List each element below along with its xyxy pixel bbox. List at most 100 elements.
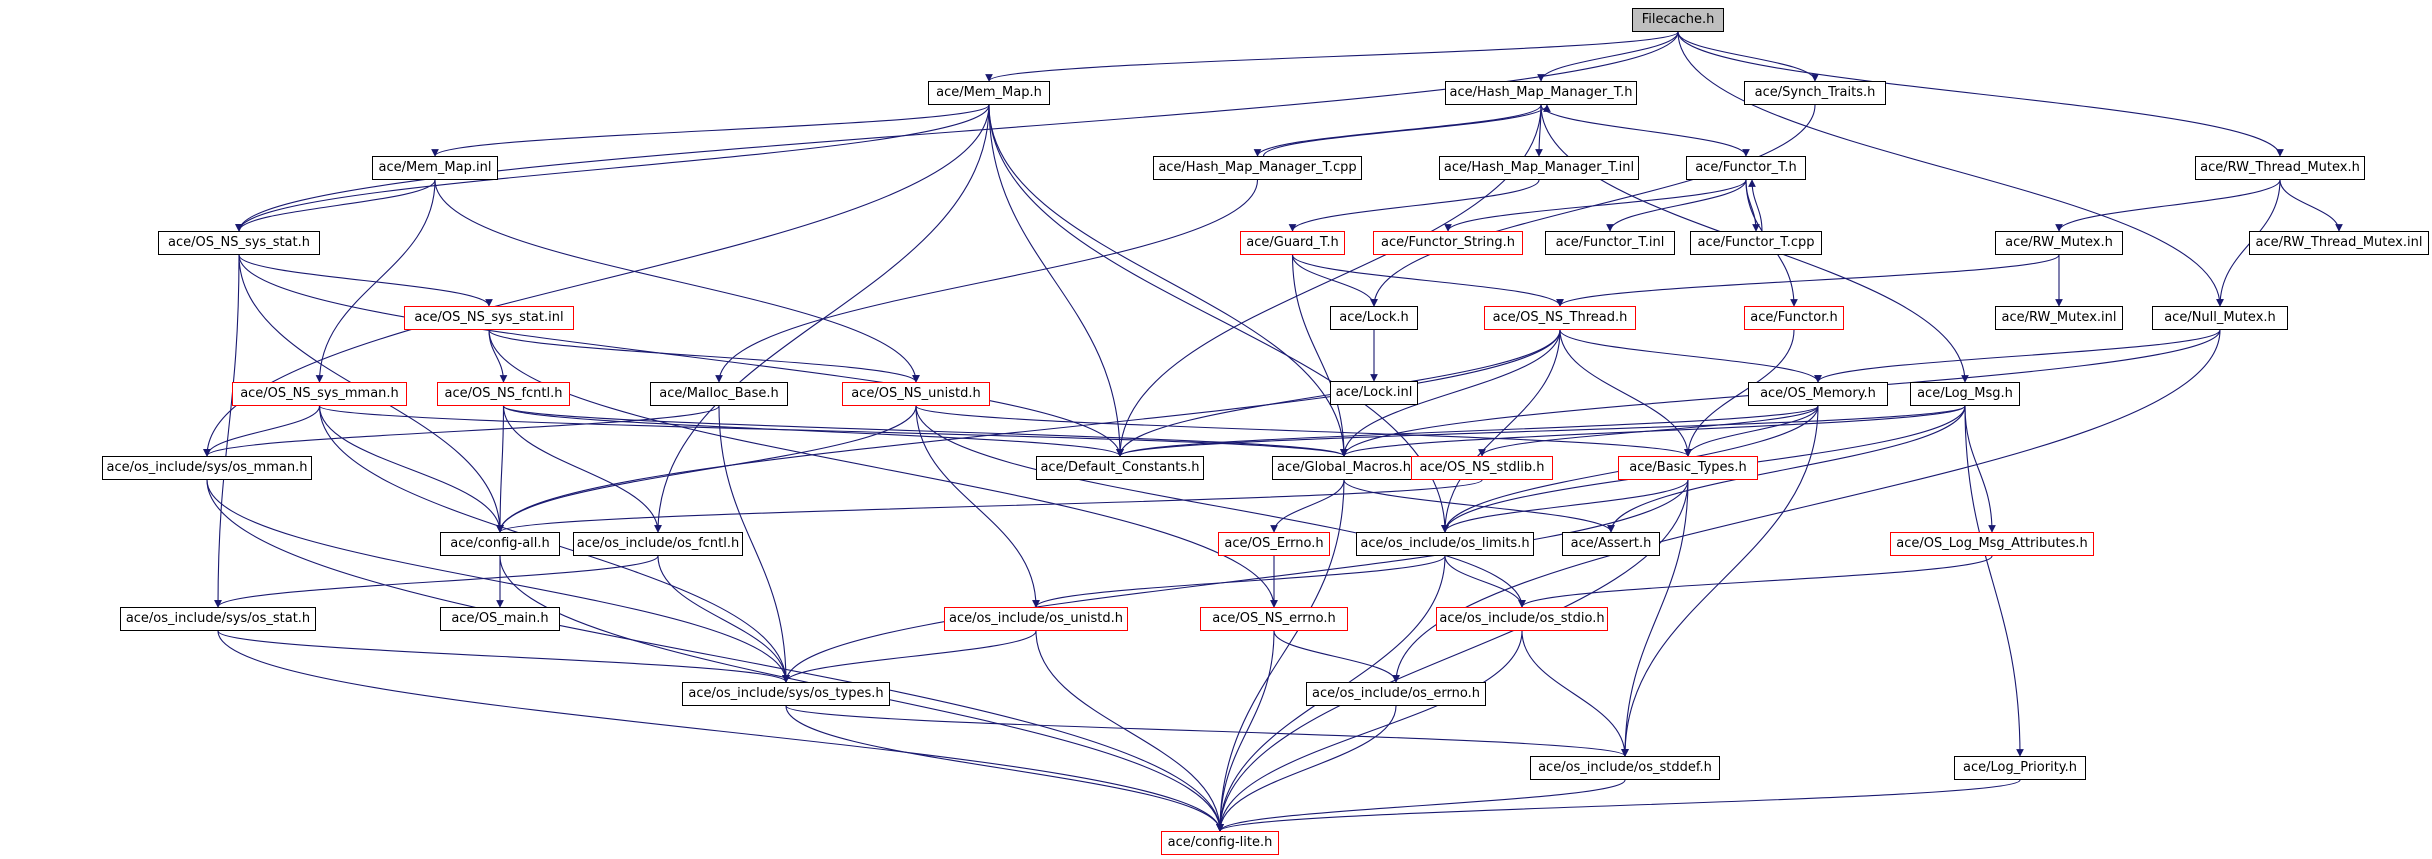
node-default-constants-h[interactable]: ace/Default_Constants.h <box>1036 456 1204 480</box>
node-os-include-os-errno-h[interactable]: ace/os_include/os_errno.h <box>1306 682 1486 706</box>
edge-os-include-sys-os-types-h-to-config-lite-h <box>785 705 1224 832</box>
node-os-ns-sys-stat-h[interactable]: ace/OS_NS_sys_stat.h <box>158 231 320 255</box>
edge-log-msg-h-to-os-log-msg-attributes-h <box>1964 405 1996 533</box>
node-hash-map-manager-t-cpp[interactable]: ace/Hash_Map_Manager_T.cpp <box>1153 156 1362 180</box>
edge-os-include-os-stddef-h-to-config-lite-h <box>1216 779 1626 832</box>
node-os-include-sys-os-types-h[interactable]: ace/os_include/sys/os_types.h <box>682 682 890 706</box>
edge-filecache-to-os-ns-sys-stat-h <box>235 31 1679 232</box>
node-os-errno-h[interactable]: ace/OS_Errno.h <box>1218 532 1330 556</box>
edge-os-ns-thread-h-to-config-all-h <box>496 329 1561 533</box>
node-os-ns-thread-h[interactable]: ace/OS_NS_Thread.h <box>1484 306 1636 330</box>
edge-log-msg-h-to-assert-h <box>1607 405 1966 533</box>
node-os-include-os-unistd-h[interactable]: ace/os_include/os_unistd.h <box>944 607 1128 631</box>
node-os-include-os-stdio-h[interactable]: ace/os_include/os_stdio.h <box>1436 607 1608 631</box>
node-mem-map-inl[interactable]: ace/Mem_Map.inl <box>372 156 498 180</box>
edge-os-ns-errno-h-to-config-lite-h <box>1216 630 1275 832</box>
edge-os-ns-unistd-h-to-config-all-h <box>496 405 917 533</box>
edge-hash-map-manager-t-cpp-to-hash-map-manager-t-h <box>1262 104 1551 157</box>
node-os-ns-fcntl-h[interactable]: ace/OS_NS_fcntl.h <box>437 382 570 406</box>
edge-os-ns-sys-stat-h-to-os-include-sys-os-stat-h <box>214 254 240 608</box>
edge-basic-types-h-to-os-include-os-stddef-h <box>1621 479 1689 757</box>
node-os-ns-sys-mman-h[interactable]: ace/OS_NS_sys_mman.h <box>232 382 407 406</box>
edge-mem-map-h-to-os-ns-sys-stat-h <box>235 104 990 232</box>
edge-log-priority-h-to-config-lite-h <box>1216 779 2021 832</box>
node-lock-inl[interactable]: ace/Lock.inl <box>1330 381 1418 405</box>
edge-os-ns-sys-stat-inl-to-os-ns-unistd-h <box>488 329 920 383</box>
edge-basic-types-h-to-os-include-os-limits-h <box>1441 479 1689 533</box>
edge-os-include-sys-os-stat-h-to-os-include-sys-os-types-h <box>217 630 790 683</box>
node-os-ns-sys-stat-inl[interactable]: ace/OS_NS_sys_stat.inl <box>404 306 574 330</box>
node-synch-traits-h[interactable]: ace/Synch_Traits.h <box>1744 81 1886 105</box>
edge-os-include-sys-os-mman-h-to-os-include-sys-os-types-h <box>206 479 790 683</box>
node-os-include-sys-os-stat-h[interactable]: ace/os_include/sys/os_stat.h <box>120 607 316 631</box>
edge-os-ns-thread-h-to-os-memory-h <box>1559 329 1822 383</box>
edge-os-include-os-fcntl-h-to-os-include-sys-os-types-h <box>657 555 790 683</box>
node-rw-mutex-inl[interactable]: ace/RW_Mutex.inl <box>1995 306 2123 330</box>
node-hash-map-manager-t-h[interactable]: ace/Hash_Map_Manager_T.h <box>1445 81 1637 105</box>
node-config-lite-h[interactable]: ace/config-lite.h <box>1161 831 1279 855</box>
node-hash-map-manager-t-inl[interactable]: ace/Hash_Map_Manager_T.inl <box>1439 156 1639 180</box>
node-rw-thread-mutex-inl[interactable]: ace/RW_Thread_Mutex.inl <box>2249 231 2429 255</box>
node-lock-h[interactable]: ace/Lock.h <box>1330 306 1418 330</box>
edge-os-ns-sys-mman-h-to-config-all-h <box>318 405 504 533</box>
node-os-ns-errno-h[interactable]: ace/OS_NS_errno.h <box>1200 607 1348 631</box>
edge-functor-h-to-basic-types-h <box>1684 329 1795 457</box>
edge-mem-map-h-to-mem-map-inl <box>431 104 990 157</box>
edge-filecache-to-mem-map-h <box>985 31 1679 82</box>
edge-os-ns-thread-h-to-os-include-os-limits-h <box>1441 329 1561 533</box>
node-functor-t-h[interactable]: ace/Functor_T.h <box>1686 156 1806 180</box>
edge-hash-map-manager-t-h-to-hash-map-manager-t-cpp <box>1253 104 1542 157</box>
edge-os-ns-fcntl-h-to-config-all-h <box>496 405 505 533</box>
node-os-include-sys-os-mman-h[interactable]: ace/os_include/sys/os_mman.h <box>102 456 312 480</box>
edge-hash-map-manager-t-h-to-functor-t-h <box>1540 104 1750 157</box>
node-os-include-os-fcntl-h[interactable]: ace/os_include/os_fcntl.h <box>573 532 743 556</box>
node-basic-types-h[interactable]: ace/Basic_Types.h <box>1618 456 1758 480</box>
edge-rw-mutex-h-to-os-ns-thread-h <box>1556 254 2060 307</box>
node-os-include-os-stddef-h[interactable]: ace/os_include/os_stddef.h <box>1530 756 1720 780</box>
edge-global-macros-h-to-config-lite-h <box>1216 479 1345 832</box>
edge-functor-t-h-to-functor-t-cpp <box>1745 179 1760 232</box>
edge-basic-types-h-to-config-lite-h <box>1216 479 1689 832</box>
edge-rw-thread-mutex-h-to-rw-thread-mutex-inl <box>2279 179 2343 232</box>
node-config-all-h[interactable]: ace/config-all.h <box>440 532 560 556</box>
edge-basic-types-h-to-os-include-sys-os-types-h <box>782 479 1689 683</box>
node-os-ns-stdlib-h[interactable]: ace/OS_NS_stdlib.h <box>1411 456 1553 480</box>
node-guard-t-h[interactable]: ace/Guard_T.h <box>1240 231 1345 255</box>
edge-os-ns-fcntl-h-to-default-constants-h <box>502 405 1124 457</box>
node-functor-t-cpp[interactable]: ace/Functor_T.cpp <box>1690 231 1822 255</box>
node-log-priority-h[interactable]: ace/Log_Priority.h <box>1954 756 2086 780</box>
node-rw-thread-mutex-h[interactable]: ace/RW_Thread_Mutex.h <box>2195 156 2365 180</box>
node-null-mutex-h[interactable]: ace/Null_Mutex.h <box>2152 306 2288 330</box>
node-os-main-h[interactable]: ace/OS_main.h <box>440 607 560 631</box>
edge-guard-t-h-to-global-macros-h <box>1291 254 1348 457</box>
edge-os-include-os-unistd-h-to-config-lite-h <box>1035 630 1224 832</box>
edge-filecache-to-null-mutex-h <box>1677 31 2224 307</box>
edge-os-memory-h-to-default-constants-h <box>1116 405 1819 457</box>
node-os-memory-h[interactable]: ace/OS_Memory.h <box>1748 382 1888 406</box>
node-functor-t-inl[interactable]: ace/Functor_T.inl <box>1545 231 1675 255</box>
edge-os-ns-thread-h-to-basic-types-h <box>1559 329 1692 457</box>
node-os-include-os-limits-h[interactable]: ace/os_include/os_limits.h <box>1356 532 1534 556</box>
edge-log-msg-h-to-log-priority-h <box>1964 405 2024 757</box>
edge-functor-t-cpp-to-functor-t-h <box>1748 179 1763 232</box>
dependency-edges <box>203 31 2343 832</box>
edge-os-ns-unistd-h-to-os-include-os-stdio-h <box>915 405 1526 608</box>
edge-os-ns-errno-h-to-os-include-os-errno-h <box>1273 630 1400 683</box>
node-mem-map-h[interactable]: ace/Mem_Map.h <box>928 81 1050 105</box>
node-assert-h[interactable]: ace/Assert.h <box>1562 532 1660 556</box>
node-functor-string-h[interactable]: ace/Functor_String.h <box>1373 231 1523 255</box>
node-rw-mutex-h[interactable]: ace/RW_Mutex.h <box>1995 231 2123 255</box>
node-functor-h[interactable]: ace/Functor.h <box>1744 306 1844 330</box>
edge-os-ns-stdlib-h-to-config-all-h <box>496 479 1483 533</box>
node-global-macros-h[interactable]: ace/Global_Macros.h <box>1272 456 1416 480</box>
edge-mem-map-h-to-default-constants-h <box>988 104 1124 457</box>
edge-log-msg-h-to-global-macros-h <box>1340 405 1966 457</box>
edge-os-log-msg-attributes-h-to-os-include-os-stdio-h <box>1518 555 1993 608</box>
node-os-log-msg-attributes-h[interactable]: ace/OS_Log_Msg_Attributes.h <box>1890 532 2094 556</box>
node-malloc-base-h[interactable]: ace/Malloc_Base.h <box>650 382 788 406</box>
node-os-ns-unistd-h[interactable]: ace/OS_NS_unistd.h <box>842 382 990 406</box>
node-log-msg-h[interactable]: ace/Log_Msg.h <box>1910 382 2020 406</box>
edge-os-include-os-limits-h-to-os-include-os-unistd-h <box>1032 555 1446 608</box>
edge-os-ns-unistd-h-to-basic-types-h <box>915 405 1692 457</box>
edge-os-ns-fcntl-h-to-os-include-os-fcntl-h <box>502 405 662 533</box>
